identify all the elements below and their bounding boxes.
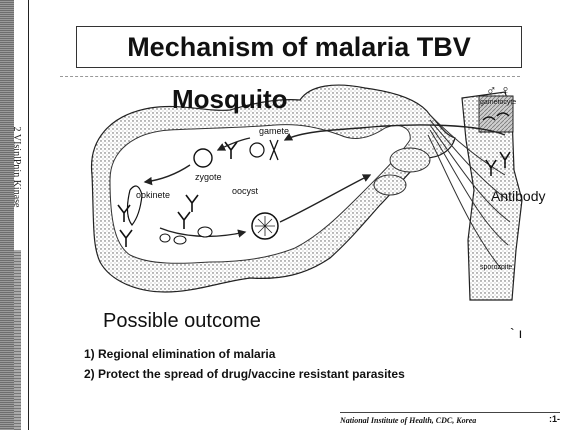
salivary-gland-lobe [374, 175, 406, 195]
footer-rule [340, 412, 560, 413]
outcome-heading: Possible outcome [103, 310, 261, 333]
stray-mark: ` ı [510, 325, 522, 341]
outcome-item-1: 1) Regional elimination of malaria [84, 347, 275, 361]
oocyst-label: oocyst [232, 186, 258, 196]
gamete-label: gamete [259, 126, 289, 136]
mosquito-label: Mosquito [172, 84, 288, 115]
salivary-gland-lobe [390, 148, 430, 172]
footer-institution: National Institute of Health, CDC, Korea [340, 416, 476, 425]
sporozoite-label: sporozoite [480, 264, 512, 271]
gametocyte-label: gametocyte [480, 99, 516, 106]
outcome-item-2: 2) Protect the spread of drug/vaccine re… [84, 367, 405, 381]
zygote-shape [194, 149, 212, 167]
gamete-cell [250, 143, 264, 157]
ookinete-label: ookinete [136, 190, 170, 200]
page-number: :1- [549, 414, 560, 424]
antibody-label: Antibody [491, 188, 545, 204]
zygote-label: zygote [195, 172, 222, 182]
gender-symbols: ♂ ♀ [486, 82, 511, 98]
